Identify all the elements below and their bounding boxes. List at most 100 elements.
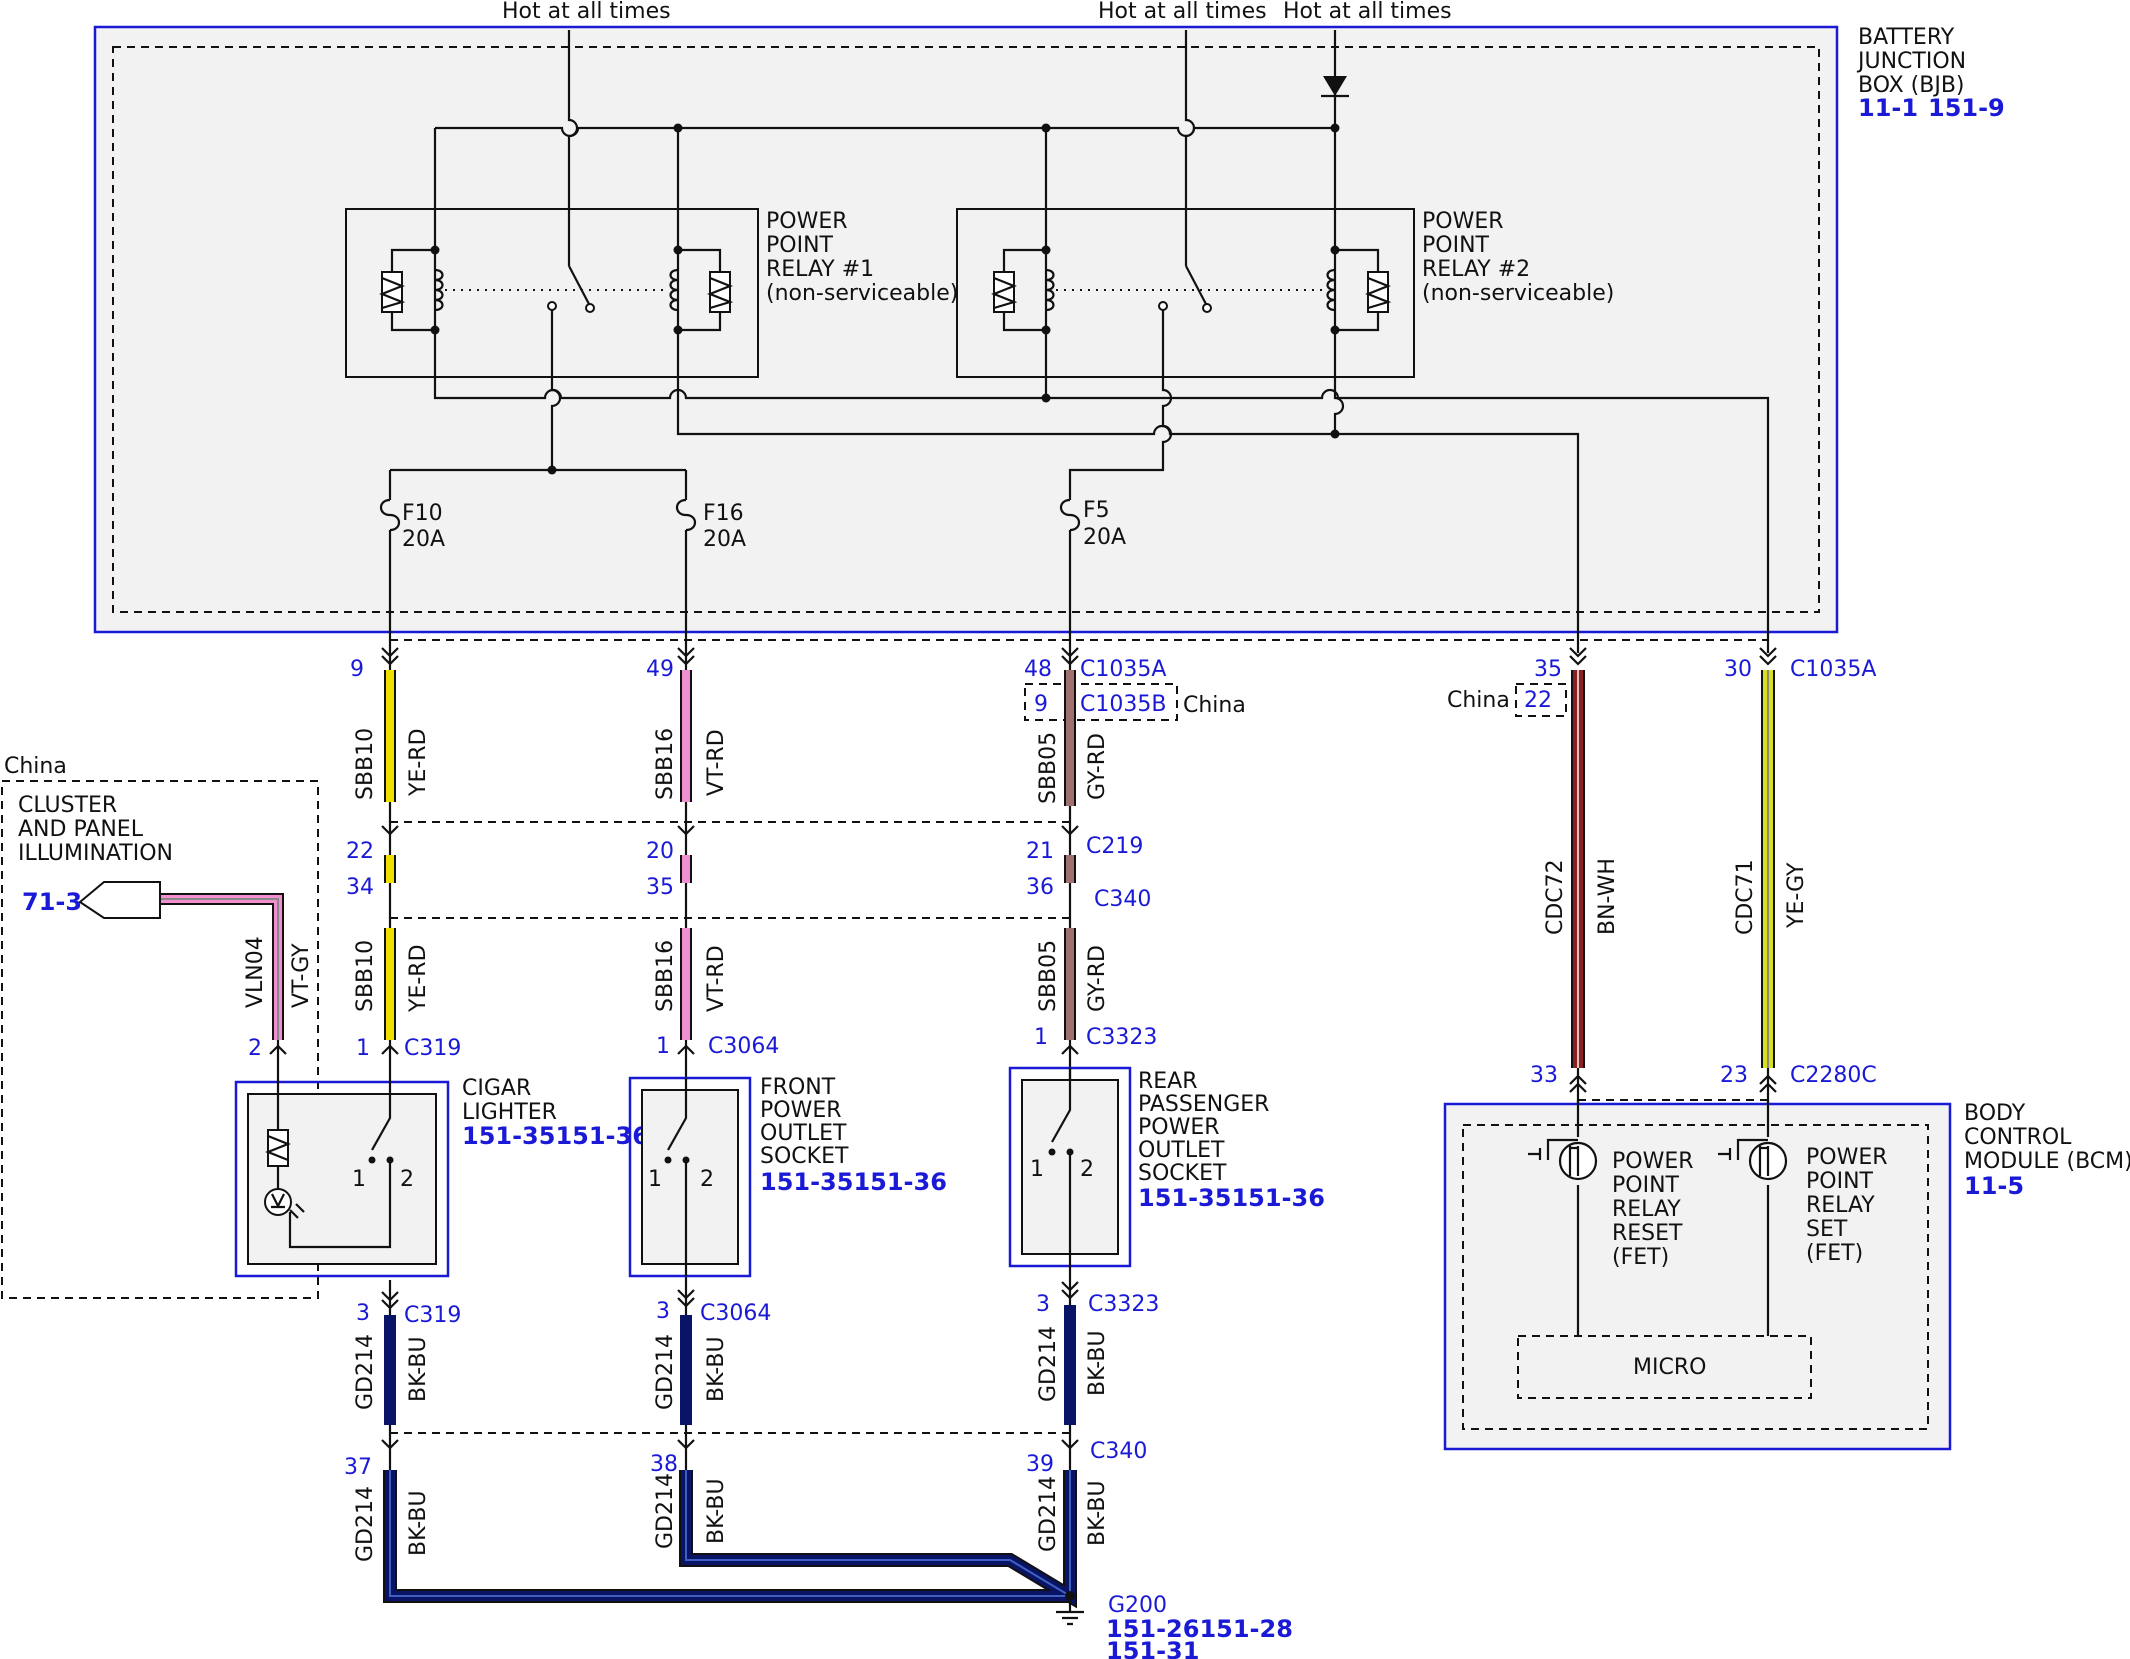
bcm-ref[interactable]: 11-5	[1964, 1172, 2024, 1200]
pin-35: 35	[646, 875, 674, 900]
svg-text:(non-serviceable): (non-serviceable)	[766, 281, 958, 306]
hot-label-3: Hot at all times	[1283, 0, 1452, 24]
pin-22: 22	[346, 839, 374, 864]
bcm-fet-icons	[1528, 1100, 1788, 1336]
pin-36: 36	[1026, 875, 1054, 900]
svg-text:GD214: GD214	[1036, 1476, 1061, 1552]
svg-text:BK-BU: BK-BU	[406, 1336, 431, 1402]
ground-ref-2[interactable]: 151-31	[1106, 1637, 1199, 1659]
svg-text:BK-BU: BK-BU	[704, 1478, 729, 1544]
china-cluster-box	[1, 780, 319, 1299]
front-label-2: POWER	[760, 1098, 842, 1123]
connector-c319-2: C319	[404, 1303, 461, 1328]
pin-22-china-box	[1515, 683, 1567, 717]
pin-22-cdc72: 22	[1524, 688, 1552, 713]
front-pin-1: 1	[648, 1167, 662, 1192]
front-label-4: SOCKET	[760, 1144, 849, 1169]
cluster-ref[interactable]: 71-3	[22, 888, 82, 916]
fuse-icons	[379, 498, 1081, 532]
fuse-f5-id: F5	[1083, 498, 1110, 523]
hot-label-1: Hot at all times	[502, 0, 671, 24]
svg-text:POINT: POINT	[1422, 233, 1490, 258]
svg-text:SBB10: SBB10	[353, 728, 378, 800]
connector-c2280c: C2280C	[1790, 1063, 1877, 1088]
connector-c3323-1: C3323	[1086, 1025, 1157, 1050]
diode-icon	[1323, 76, 1347, 96]
fet-reset-label-5: (FET)	[1612, 1245, 1669, 1270]
svg-text:(non-serviceable): (non-serviceable)	[1422, 281, 1614, 306]
rear-label-4: OUTLET	[1138, 1138, 1225, 1163]
svg-text:MODULE (BCM): MODULE (BCM)	[1964, 1149, 2130, 1174]
front-ref[interactable]: 151-35151-36	[760, 1168, 947, 1196]
fet-set-label-5: (FET)	[1806, 1241, 1863, 1266]
bjb-internal-wiring	[388, 30, 1770, 653]
connector-c340-2: C340	[1090, 1439, 1147, 1464]
china-label-3: China	[4, 754, 67, 779]
connector-c3064-2: C3064	[700, 1301, 771, 1326]
rear-ref[interactable]: 151-35151-36	[1138, 1184, 1325, 1212]
rear-label-5: SOCKET	[1138, 1161, 1227, 1186]
cigar-ref[interactable]: 151-35151-36	[462, 1122, 649, 1150]
bcm-label: BODY CONTROL MODULE (BCM)	[1964, 1101, 2130, 1174]
svg-text:GD214: GD214	[653, 1473, 678, 1549]
bjb-label: BATTERY JUNCTION BOX (BJB) 11-1 151-9	[1856, 25, 2005, 122]
svg-text:VT-RD: VT-RD	[704, 945, 729, 1012]
svg-text:CDC72: CDC72	[1543, 859, 1568, 935]
pin-9b: 9	[1034, 692, 1048, 717]
svg-text:SBB16: SBB16	[653, 940, 678, 1012]
connector-c1035b: C1035B	[1080, 692, 1166, 717]
connector-chevrons	[269, 647, 1777, 1450]
rear-label-2: PASSENGER	[1138, 1092, 1269, 1117]
svg-text:CONTROL: CONTROL	[1964, 1125, 2072, 1150]
body-control-module	[1443, 1102, 1952, 1451]
fuse-f10-id: F10	[402, 501, 443, 526]
svg-text:JUNCTION: JUNCTION	[1856, 49, 1966, 74]
relay-2-label: POWER POINT RELAY #2 (non-serviceable)	[1422, 209, 1614, 306]
svg-text:SBB16: SBB16	[653, 728, 678, 800]
svg-text:CLUSTER: CLUSTER	[18, 793, 117, 818]
svg-text:POWER: POWER	[766, 209, 848, 234]
svg-text:GD214: GD214	[353, 1486, 378, 1562]
svg-text:BOX (BJB): BOX (BJB)	[1858, 73, 1965, 98]
rear-label-1: REAR	[1138, 1069, 1198, 1094]
pin-20: 20	[646, 839, 674, 864]
front-label-3: OUTLET	[760, 1121, 847, 1146]
pin-1-c3323: 1	[1034, 1025, 1048, 1050]
fuse-f5-rating: 20A	[1083, 525, 1126, 550]
svg-text:GY-RD: GY-RD	[1085, 733, 1110, 800]
china-label-1: China	[1183, 693, 1246, 718]
bjb-ref-1[interactable]: 11-1	[1858, 94, 1918, 122]
svg-text:VT-GY: VT-GY	[289, 943, 314, 1008]
rear-power-outlet	[1008, 1066, 1132, 1270]
svg-text:POINT: POINT	[766, 233, 834, 258]
connector-c219: C219	[1086, 834, 1143, 859]
svg-text:GD214: GD214	[653, 1334, 678, 1410]
cluster-connector-icon	[78, 881, 161, 919]
svg-text:YE-RD: YE-RD	[406, 728, 431, 797]
svg-text:POWER: POWER	[1422, 209, 1504, 234]
pin-1-c319: 1	[356, 1036, 370, 1061]
ground-ref-1[interactable]: 151-26151-28	[1106, 1615, 1293, 1643]
svg-text:VLN04: VLN04	[243, 936, 268, 1008]
fuse-f10-rating: 20A	[402, 527, 445, 552]
svg-text:BN-WH: BN-WH	[1595, 858, 1620, 935]
svg-text:SBB05: SBB05	[1036, 940, 1061, 1012]
cigar-pin-1: 1	[352, 1167, 366, 1192]
fet-reset-label-4: RESET	[1612, 1221, 1683, 1246]
relay-1-label: POWER POINT RELAY #1 (non-serviceable)	[766, 209, 958, 306]
fet-reset-label-1: POWER	[1612, 1149, 1694, 1174]
fet-set-label-1: POWER	[1806, 1145, 1888, 1170]
cigar-lighter	[234, 1080, 450, 1278]
svg-text:SBB05: SBB05	[1036, 732, 1061, 804]
battery-junction-box	[93, 25, 1839, 634]
svg-text:VT-RD: VT-RD	[704, 729, 729, 796]
pin-38: 38	[650, 1452, 678, 1477]
pin-3-c3323: 3	[1036, 1292, 1050, 1317]
bjb-ref-2[interactable]: 151-9	[1928, 94, 2005, 122]
svg-text:BK-BU: BK-BU	[1085, 1480, 1110, 1546]
svg-text:AND PANEL: AND PANEL	[18, 817, 144, 842]
cluster-label: CLUSTER AND PANEL ILLUMINATION	[18, 793, 173, 866]
china-label-2: China	[1447, 688, 1510, 713]
fet-set-label-3: RELAY	[1806, 1193, 1875, 1218]
svg-text:GD214: GD214	[353, 1334, 378, 1410]
